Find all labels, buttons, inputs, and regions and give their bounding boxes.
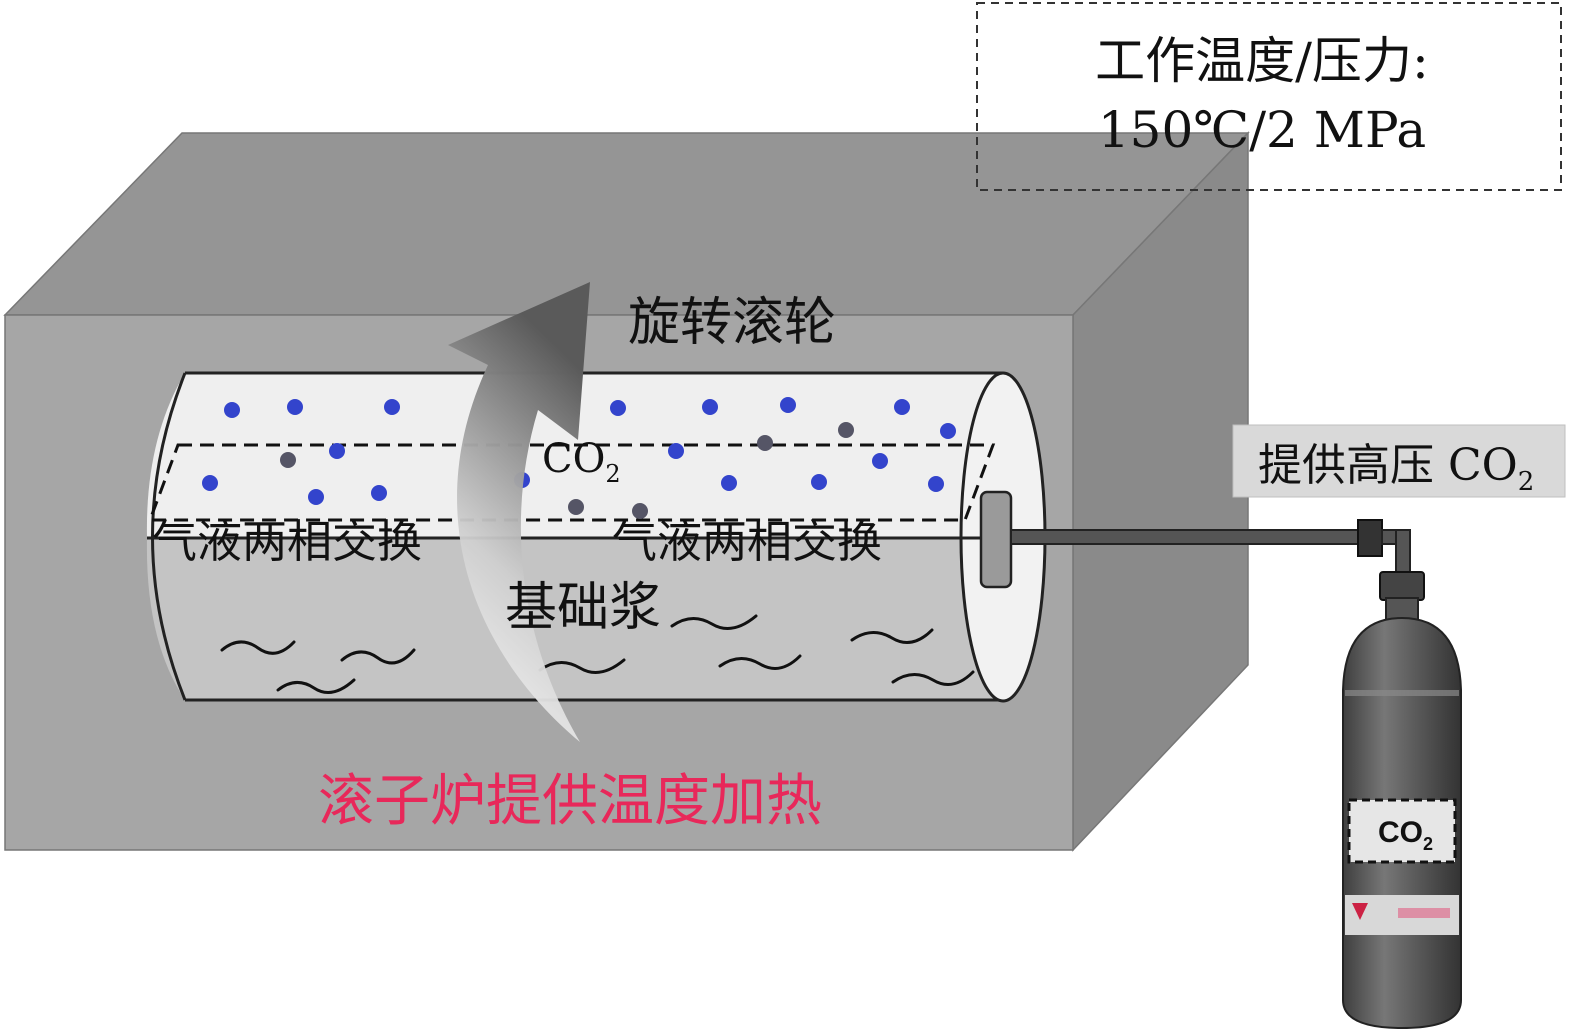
co2-bubble [668, 443, 684, 459]
exchange-label-right: 气液两相交换 [612, 515, 882, 568]
co2-bubble [780, 397, 796, 413]
wave-5 [670, 614, 758, 630]
exchange-label-left: 气液两相交换 [152, 515, 422, 568]
co2-bubble [280, 452, 296, 468]
slurry-waves [220, 614, 975, 694]
co2-bubble [568, 499, 584, 515]
roller-hub [979, 490, 1013, 589]
condition-line-1: 工作温度/压力: [1095, 32, 1429, 90]
co2-bubble [721, 475, 737, 491]
condition-box: 工作温度/压力: 150℃/2 MPa [976, 2, 1562, 191]
rotating-roller-label: 旋转滚轮 [628, 293, 836, 353]
rotation-arrow [448, 282, 590, 742]
roller-liquid-region [146, 538, 1003, 700]
wave-4 [538, 658, 626, 674]
co2-cylinder: CO2 [1342, 597, 1462, 1030]
co2-bubble [894, 399, 910, 415]
co2-bubble [928, 476, 944, 492]
oven-top-face [3, 132, 1250, 316]
co2-bubble [838, 422, 854, 438]
co2-bubble [287, 399, 303, 415]
cylinder-neck [1385, 597, 1419, 621]
wave-2 [340, 648, 416, 665]
rotating-roller [146, 371, 1047, 703]
wave-8 [891, 670, 975, 686]
cylinder-band-top [1345, 690, 1459, 696]
co2-bubble [202, 475, 218, 491]
wave-6 [718, 654, 802, 670]
cylinder-sticker-text [1398, 908, 1450, 918]
regulator [1379, 571, 1425, 601]
co2-label: CO2 [542, 436, 621, 488]
supply-pipe [1010, 529, 1367, 545]
co2-bubble [757, 435, 773, 451]
co2-bubble [308, 489, 324, 505]
roller-gas-region [146, 373, 1003, 538]
co2-bubble [329, 443, 345, 459]
cylinder-label: CO2 [1378, 816, 1433, 854]
gas-supply-line [1010, 519, 1425, 601]
co2-bubble [632, 503, 648, 519]
heating-label: 滚子炉提供温度加热 [318, 769, 822, 834]
co2-bubble [872, 453, 888, 469]
condition-line-2: 150℃/2 MPa [1098, 101, 1426, 159]
co2-bubble [384, 399, 400, 415]
wave-3 [276, 678, 356, 694]
cylinder-label-background [1347, 798, 1457, 864]
co2-bubble [811, 474, 827, 490]
supply-label-box: 提供高压 CO2 [1232, 424, 1566, 498]
cylinder-sticker-mark [1352, 903, 1368, 920]
co2-bubble [702, 399, 718, 415]
co2-bubble [371, 485, 387, 501]
base-slurry-label: 基础浆 [505, 578, 661, 638]
wave-7 [850, 628, 934, 644]
co2-bubble [610, 400, 626, 416]
supply-label: 提供高压 CO2 [1258, 440, 1534, 497]
co2-bubbles [202, 397, 956, 519]
wave-1 [220, 640, 296, 655]
co2-bubble [940, 423, 956, 439]
valve-body [1357, 519, 1383, 557]
co2-bubble [224, 402, 240, 418]
condition-box-border [976, 2, 1562, 191]
supply-label-background [1232, 424, 1566, 498]
